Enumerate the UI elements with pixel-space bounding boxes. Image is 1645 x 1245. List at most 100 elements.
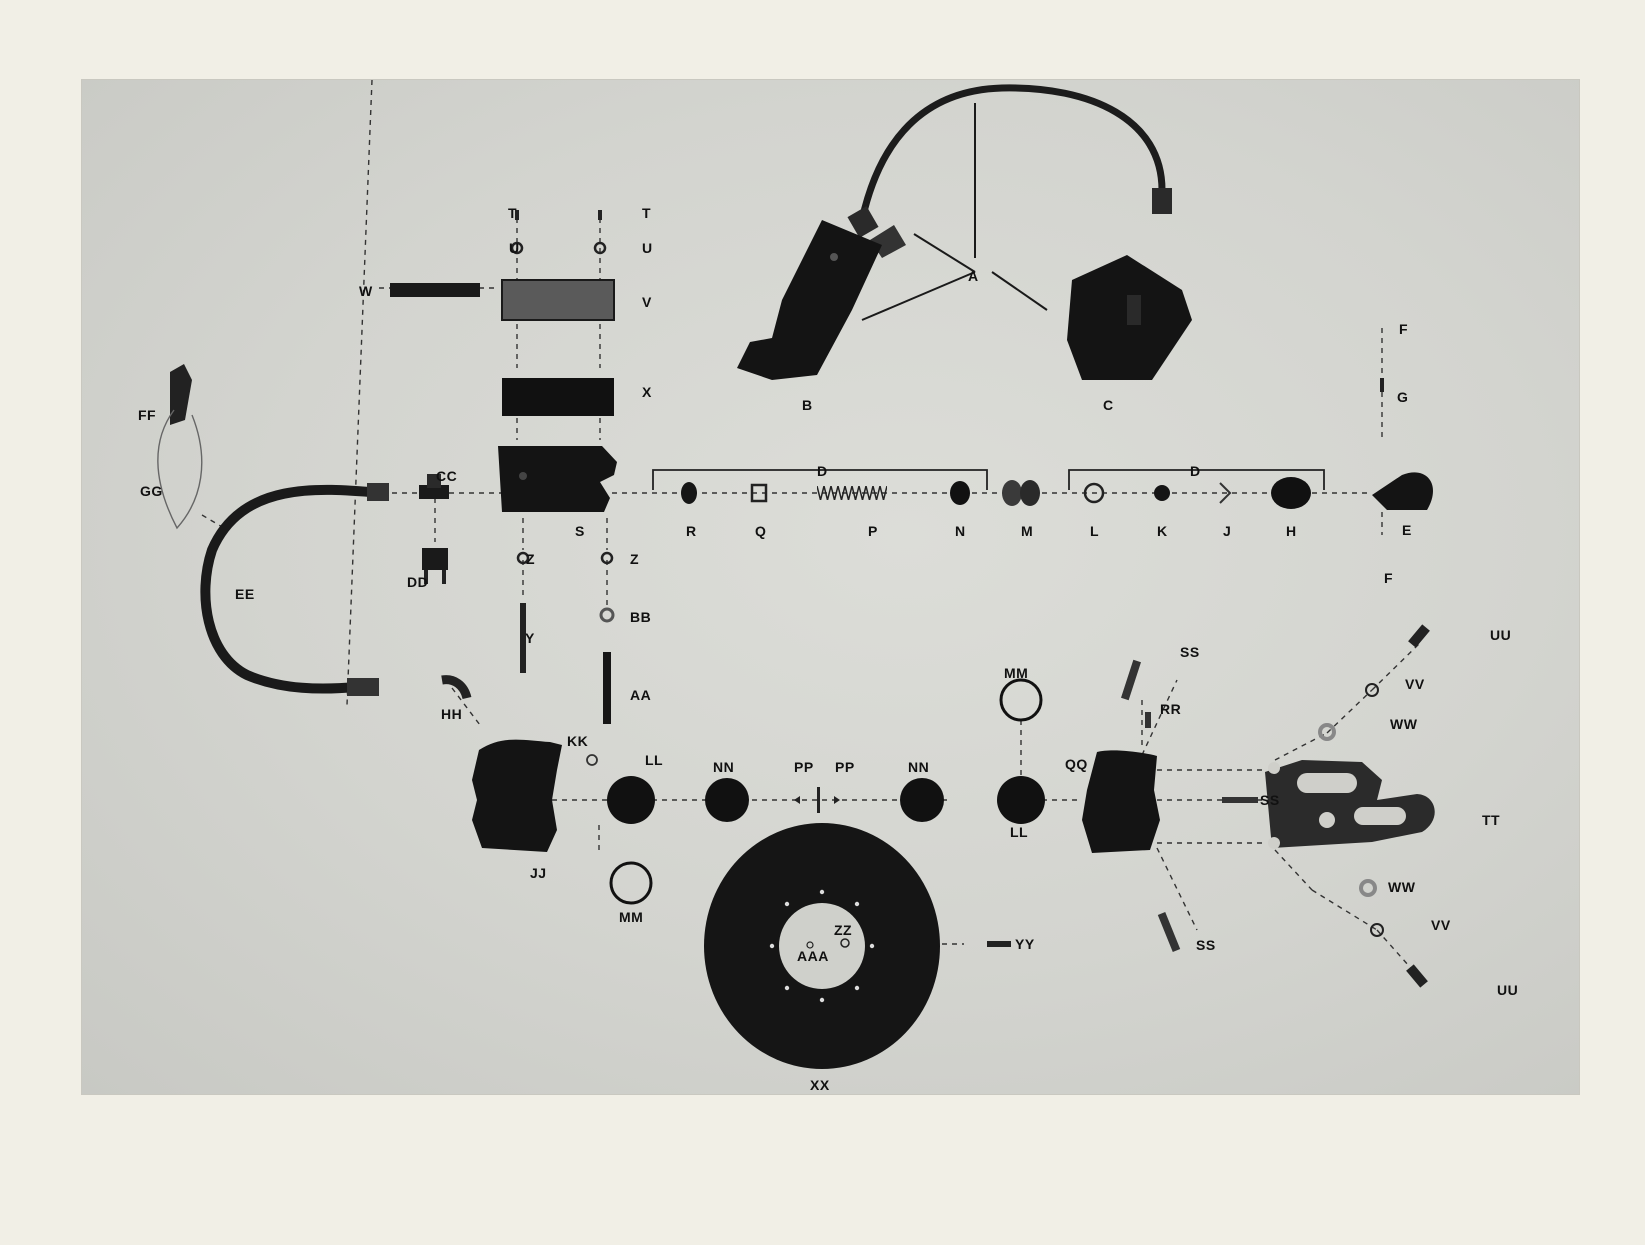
label-q: Q	[755, 523, 767, 539]
uu-bolt-top	[1408, 624, 1430, 648]
label-uu-top: UU	[1490, 627, 1512, 643]
label-kk: KK	[567, 733, 589, 749]
s-housing	[498, 446, 617, 512]
label-x: X	[642, 384, 652, 400]
label-g: G	[1397, 389, 1409, 405]
label-n: N	[955, 523, 966, 539]
nn-boot-left	[705, 778, 749, 822]
j-clip	[1219, 482, 1232, 504]
s-housing-hole	[519, 472, 527, 480]
label-t-left: T	[508, 205, 518, 221]
z-washer-right	[600, 551, 614, 565]
x-plate	[502, 378, 614, 416]
label-ff: FF	[138, 407, 157, 423]
label-pp-right: PP	[835, 759, 855, 775]
label-aa: AA	[630, 687, 652, 703]
a-hose-fitting	[1152, 188, 1172, 214]
ee-hose-fitting-bottom	[347, 678, 379, 696]
label-f-top: F	[1399, 321, 1409, 337]
label-k: K	[1157, 523, 1168, 539]
ww-washer-bottom	[1359, 879, 1377, 897]
t-pin-left	[515, 210, 519, 220]
d-brackets	[652, 469, 1325, 490]
label-t-right: T	[642, 205, 652, 221]
mm-seal-right	[999, 678, 1043, 722]
rr-bleed-screw	[1145, 712, 1151, 728]
ww-washer-top	[1318, 723, 1336, 741]
uu-bolt-bottom	[1406, 964, 1428, 988]
r-seal	[681, 482, 697, 504]
label-f-bottom: F	[1384, 570, 1394, 586]
ll-piston-left	[607, 776, 655, 824]
ll-piston-right	[997, 776, 1045, 824]
e-lever	[1372, 472, 1433, 510]
label-m: M	[1021, 523, 1034, 539]
label-ss-bottom: SS	[1196, 937, 1216, 953]
label-mm-right: MM	[1004, 665, 1029, 681]
ee-hose-fitting-top	[367, 483, 389, 501]
g-pin	[1380, 378, 1384, 392]
aa-bolt	[603, 652, 611, 724]
yy-bolt	[987, 941, 1011, 947]
u-washer-left	[510, 241, 524, 255]
ee-hose	[200, 484, 383, 694]
label-vv-top: VV	[1405, 676, 1425, 692]
l-o-ring	[1083, 482, 1105, 504]
label-gg: GG	[140, 483, 163, 499]
label-ll-right: LL	[1010, 824, 1029, 840]
bb-washer	[599, 607, 615, 623]
label-vv-bottom: VV	[1431, 917, 1451, 933]
p-spring	[817, 486, 887, 500]
exploded-view-photo: A B C D D E F F G H J K L M N P Q R S T …	[82, 80, 1579, 1094]
kk-bleeder	[586, 754, 598, 766]
label-c: C	[1103, 397, 1114, 413]
nn-boot-right	[900, 778, 944, 822]
hh-elbow	[441, 675, 472, 700]
label-uu-bottom: UU	[1497, 982, 1519, 998]
label-z-left: Z	[526, 551, 536, 567]
h-piston	[1271, 477, 1311, 509]
k-piston-small	[1154, 485, 1170, 501]
label-tt: TT	[1482, 812, 1501, 828]
label-yy: YY	[1015, 936, 1035, 952]
label-xx: XX	[810, 1077, 830, 1093]
label-jj: JJ	[530, 865, 547, 881]
label-bb: BB	[630, 609, 652, 625]
label-ee: EE	[235, 586, 255, 602]
label-z-right: Z	[630, 551, 640, 567]
a-hose	[858, 84, 1166, 221]
m-valve	[1002, 480, 1040, 506]
v-plate	[501, 279, 615, 321]
label-b: B	[802, 397, 813, 413]
qq-caliper-body	[1082, 750, 1160, 853]
label-aaa: AAA	[797, 948, 829, 964]
label-nn-left: NN	[713, 759, 735, 775]
label-d-right: D	[1190, 463, 1201, 479]
label-cc: CC	[436, 468, 458, 484]
tt-mounting-bracket	[1265, 760, 1435, 849]
ss-bolt-top	[1121, 659, 1141, 701]
label-hh: HH	[441, 706, 463, 722]
label-w: W	[359, 283, 373, 299]
z-washer-left	[516, 551, 530, 565]
jj-caliper-body	[472, 739, 562, 852]
vv-washer-bottom	[1370, 923, 1384, 937]
u-washer-right	[593, 241, 607, 255]
gg-wire	[157, 409, 203, 530]
q-retainer	[750, 483, 768, 503]
label-d-left: D	[817, 463, 828, 479]
pp-pad-left	[794, 796, 800, 804]
label-rr: RR	[1160, 701, 1182, 717]
label-h: H	[1286, 523, 1297, 539]
a-hose-fitting-b	[847, 206, 879, 238]
label-zz: ZZ	[834, 922, 853, 938]
a-leader-lines	[861, 103, 1048, 321]
w-pad-strip	[390, 283, 480, 297]
label-dd: DD	[407, 574, 429, 590]
c-caliper-half	[1067, 255, 1192, 380]
label-r: R	[686, 523, 697, 539]
b-caliper-half	[737, 220, 882, 380]
label-u-left: U	[509, 240, 520, 256]
label-ww-bottom: WW	[1388, 879, 1416, 895]
label-ll-left: LL	[645, 752, 664, 768]
